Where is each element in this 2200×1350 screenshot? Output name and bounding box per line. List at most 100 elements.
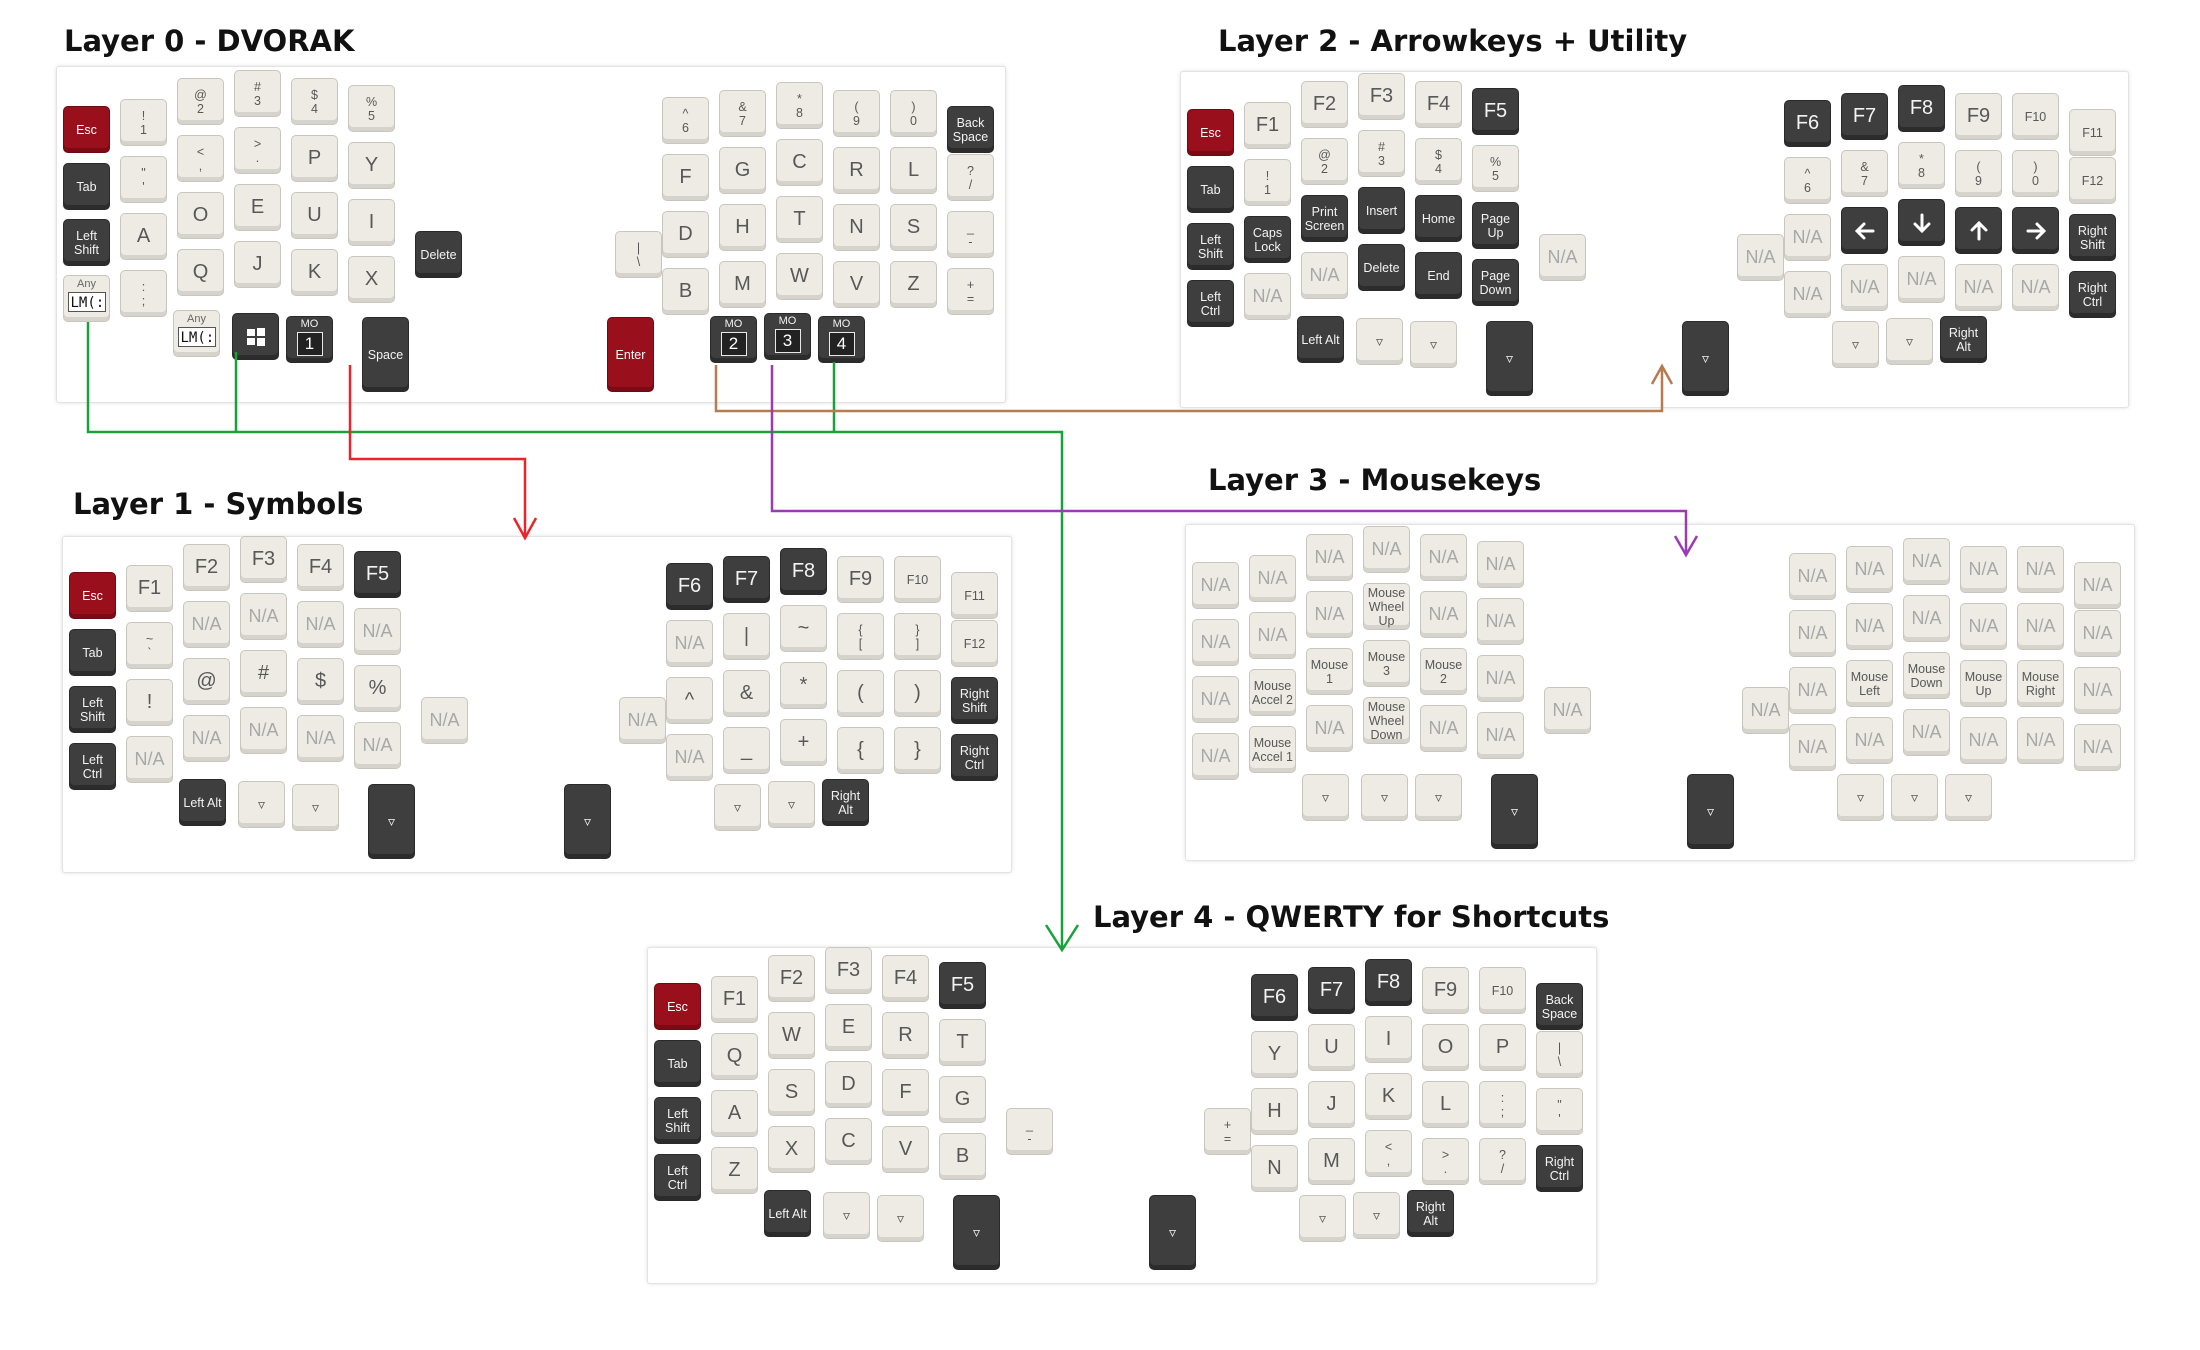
key-n-a[interactable]: N/A xyxy=(1306,534,1353,581)
key-symbol[interactable]: ▿ xyxy=(768,781,815,828)
key-f2[interactable]: F2 xyxy=(183,544,230,591)
key-n-a[interactable]: N/A xyxy=(2017,603,2064,650)
key-esc[interactable]: Esc xyxy=(654,983,701,1030)
key-symbol[interactable]: & xyxy=(723,670,770,717)
key-n-a[interactable]: N/A xyxy=(1960,603,2007,650)
key-right-shift[interactable]: Right Shift xyxy=(951,677,998,724)
key-symbol[interactable]: % xyxy=(354,665,401,712)
key-symbol[interactable]: ^ xyxy=(666,677,713,724)
key-n-a[interactable]: N/A xyxy=(1249,555,1296,602)
key-z[interactable]: Z xyxy=(890,261,937,308)
key-v[interactable]: V xyxy=(882,1126,929,1173)
key-right-alt[interactable]: Right Alt xyxy=(1407,1190,1454,1237)
key-v[interactable]: V xyxy=(833,261,880,308)
key-left-shift[interactable]: Left Shift xyxy=(63,219,110,266)
key-1[interactable]: ! 1 xyxy=(120,99,167,146)
key-f8[interactable]: F8 xyxy=(780,548,827,595)
key-symbol[interactable]: ▿ xyxy=(292,784,339,831)
key-m[interactable]: M xyxy=(719,261,766,308)
key-y[interactable]: Y xyxy=(1251,1031,1298,1078)
key-symbol[interactable]: ▿ xyxy=(714,784,761,831)
key-h[interactable]: H xyxy=(1251,1088,1298,1135)
key-arrow-up[interactable] xyxy=(1955,207,2002,254)
key-n-a[interactable]: N/A xyxy=(1903,595,1950,642)
key-mouse-1[interactable]: Mouse 1 xyxy=(1306,648,1353,695)
key-n-a[interactable]: N/A xyxy=(1192,676,1239,723)
key-mouse-right[interactable]: Mouse Right xyxy=(2017,660,2064,707)
key-esc[interactable]: Esc xyxy=(63,106,110,153)
key-tab[interactable]: Tab xyxy=(1187,166,1234,213)
key-symbol[interactable]: _ xyxy=(723,727,770,774)
key-right-shift[interactable]: Right Shift xyxy=(2069,214,2116,261)
key-n-a[interactable]: N/A xyxy=(240,707,287,754)
key-symbol[interactable]: ▿ xyxy=(1353,1192,1400,1239)
key-f12[interactable]: F12 xyxy=(951,620,998,667)
key-delete[interactable]: Delete xyxy=(415,231,462,278)
key-symbol[interactable]: ▿ xyxy=(953,1195,1000,1270)
key-4[interactable]: $ 4 xyxy=(291,78,338,125)
key-n-a[interactable]: N/A xyxy=(1244,273,1291,320)
key-9[interactable]: ( 9 xyxy=(833,90,880,137)
key-n-a[interactable]: N/A xyxy=(1477,712,1524,759)
key-n-a[interactable]: N/A xyxy=(2017,546,2064,593)
key-s[interactable]: S xyxy=(768,1069,815,1116)
key-n-a[interactable]: N/A xyxy=(1192,562,1239,609)
key-page-up[interactable]: Page Up xyxy=(1472,202,1519,249)
key-f11[interactable]: F11 xyxy=(951,572,998,619)
key-n-a[interactable]: N/A xyxy=(1846,546,1893,593)
key-symbol[interactable]: ▿ xyxy=(1486,321,1533,396)
key-2[interactable]: @ 2 xyxy=(177,78,224,125)
key-left-shift[interactable]: Left Shift xyxy=(1187,223,1234,270)
key-n-a[interactable]: N/A xyxy=(297,715,344,762)
key-n-a[interactable]: N/A xyxy=(1742,687,1789,734)
key-y[interactable]: Y xyxy=(348,142,395,189)
key-left-shift[interactable]: Left Shift xyxy=(654,1097,701,1144)
key-f[interactable]: F xyxy=(882,1069,929,1116)
key-n-a[interactable]: N/A xyxy=(1789,610,1836,657)
key-l[interactable]: L xyxy=(890,147,937,194)
key-n-a[interactable]: N/A xyxy=(1789,553,1836,600)
key-f10[interactable]: F10 xyxy=(2012,93,2059,140)
key-o[interactable]: O xyxy=(177,192,224,239)
key-print-screen[interactable]: Print Screen xyxy=(1301,195,1348,242)
key-symbol[interactable]: ▿ xyxy=(238,781,285,828)
key-j[interactable]: J xyxy=(1308,1081,1355,1128)
key-c[interactable]: C xyxy=(776,139,823,186)
key-symbol[interactable]: ▿ xyxy=(877,1195,924,1242)
key-7[interactable]: & 7 xyxy=(719,90,766,137)
key-f3[interactable]: F3 xyxy=(1358,73,1405,120)
key-q[interactable]: Q xyxy=(177,249,224,296)
key-n-a[interactable]: N/A xyxy=(1737,234,1784,281)
key-symbol[interactable]: ▿ xyxy=(1886,318,1933,365)
key-b[interactable]: B xyxy=(662,268,709,315)
key-tab[interactable]: Tab xyxy=(63,163,110,210)
key-1[interactable]: ! 1 xyxy=(1244,159,1291,206)
key-n-a[interactable]: N/A xyxy=(297,601,344,648)
key-mouse-accel-2[interactable]: Mouse Accel 2 xyxy=(1249,669,1296,716)
key-u[interactable]: U xyxy=(291,192,338,239)
key-5[interactable]: % 5 xyxy=(348,85,395,132)
key-right-alt[interactable]: Right Alt xyxy=(822,779,869,826)
key-n-a[interactable]: N/A xyxy=(1420,591,1467,638)
key-symbol[interactable]: ▿ xyxy=(823,1192,870,1239)
key-n-a[interactable]: N/A xyxy=(1306,705,1353,752)
key-u[interactable]: U xyxy=(1308,1024,1355,1071)
key-windows[interactable] xyxy=(232,313,279,360)
key-t[interactable]: T xyxy=(939,1019,986,1066)
key-k[interactable]: K xyxy=(291,249,338,296)
key-r[interactable]: R xyxy=(833,147,880,194)
key-a[interactable]: A xyxy=(711,1090,758,1137)
key-0[interactable]: ) 0 xyxy=(2012,150,2059,197)
key-insert[interactable]: Insert xyxy=(1358,187,1405,234)
key-0[interactable]: ) 0 xyxy=(890,90,937,137)
key-n-a[interactable]: N/A xyxy=(1898,256,1945,303)
key-space[interactable]: Space xyxy=(362,317,409,392)
key-symbol[interactable]: _ - xyxy=(1006,1108,1053,1155)
key-3[interactable]: # 3 xyxy=(234,70,281,117)
key-n-a[interactable]: N/A xyxy=(183,601,230,648)
key-symbol[interactable]: ▿ xyxy=(1410,321,1457,368)
key-f3[interactable]: F3 xyxy=(240,536,287,583)
